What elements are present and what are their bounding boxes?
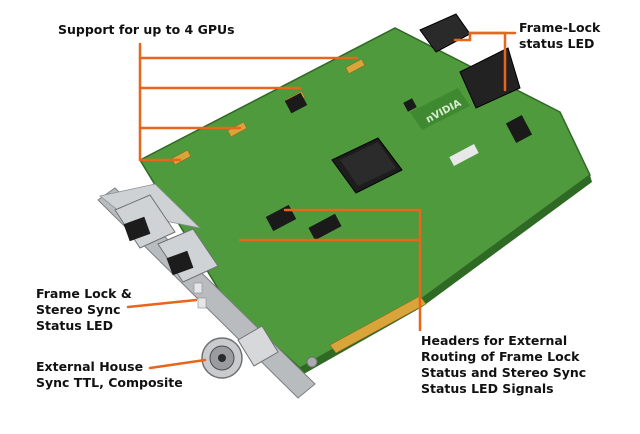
frame-stereo-line-3: Status LED bbox=[36, 318, 113, 333]
bracket-screw bbox=[306, 356, 318, 368]
headers-label: Headers for External Routing of Frame Lo… bbox=[421, 333, 586, 397]
pcb-edge-shade bbox=[300, 175, 592, 375]
frame-lock-led-label: Frame-Lock status LED bbox=[519, 20, 600, 52]
headers-line-2: Routing of Frame Lock bbox=[421, 349, 580, 364]
external-sync-line bbox=[148, 358, 207, 370]
small-components bbox=[265, 92, 533, 241]
main-chip bbox=[331, 137, 403, 194]
status-leds bbox=[193, 282, 207, 309]
pcb-board bbox=[138, 27, 591, 369]
frame-stereo-line-2: Stereo Sync bbox=[36, 302, 121, 317]
frame-lock-led-line-2: status LED bbox=[519, 36, 595, 51]
headers-line-1: Headers for External bbox=[421, 333, 568, 348]
headers-line-3: Status and Stereo Sync bbox=[421, 365, 587, 380]
gpus-callout-label: Support for up to 4 GPUs bbox=[58, 22, 235, 38]
rj45-ports bbox=[114, 194, 219, 283]
callout-lines bbox=[126, 31, 517, 370]
frame-lock-led-line-1: Frame-Lock bbox=[519, 20, 601, 35]
gpus-line-1: Support for up to 4 GPUs bbox=[58, 22, 235, 37]
pcie-edge-connector bbox=[329, 295, 427, 354]
headers-line bbox=[283, 208, 422, 332]
frame-stereo-led-line bbox=[126, 298, 198, 309]
frame-stereo-line-1: Frame Lock & bbox=[36, 286, 132, 301]
external-sync-line-2: Sync TTL, Composite bbox=[36, 375, 183, 390]
bnc-connector bbox=[201, 325, 279, 379]
headers-line-4: Status LED Signals bbox=[421, 381, 554, 396]
frame-stereo-led-label: Frame Lock & Stereo Sync Status LED bbox=[36, 286, 132, 334]
external-sync-line-1: External House bbox=[36, 359, 144, 374]
external-sync-label: External House Sync TTL, Composite bbox=[36, 359, 183, 391]
